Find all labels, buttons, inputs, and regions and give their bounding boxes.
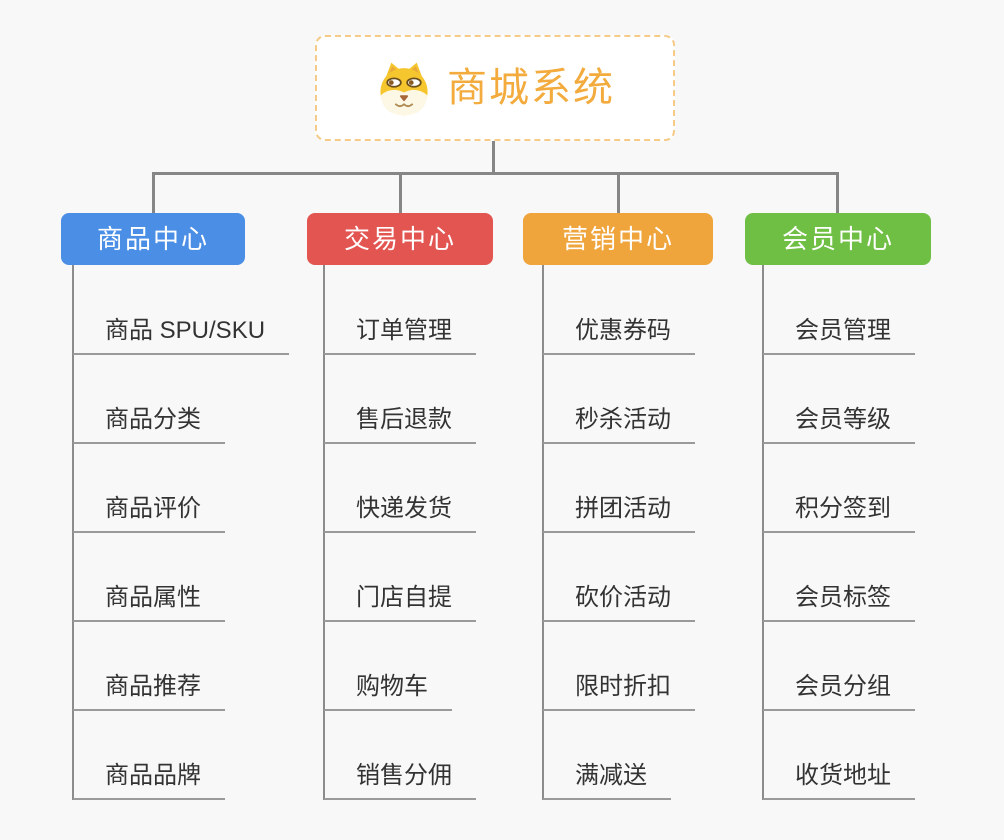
leaf-node[interactable]: 优惠券码	[543, 317, 695, 355]
leaf-node[interactable]: 销售分佣	[324, 762, 476, 800]
leaf-node[interactable]: 门店自提	[324, 584, 476, 622]
root-node-title: 商城系统	[447, 66, 615, 110]
branch-node-trade-center[interactable]: 交易中心	[307, 213, 493, 265]
connector-drop-product-center	[152, 172, 155, 213]
connector-drop-marketing-center	[617, 172, 620, 213]
leaf-node[interactable]: 满减送	[543, 762, 671, 800]
leaf-node[interactable]: 快递发货	[324, 495, 476, 533]
connector-root-stub	[492, 141, 495, 173]
connector-drop-member-center	[836, 172, 839, 213]
leaf-node[interactable]: 商品品牌	[73, 762, 225, 800]
leaf-node[interactable]: 商品属性	[73, 584, 225, 622]
leaf-node[interactable]: 秒杀活动	[543, 406, 695, 444]
leaf-node[interactable]: 订单管理	[324, 317, 476, 355]
leaf-node[interactable]: 限时折扣	[543, 673, 695, 711]
branch-node-member-center[interactable]: 会员中心	[745, 213, 931, 265]
leaf-node[interactable]: 积分签到	[763, 495, 915, 533]
dog-face-icon	[380, 62, 428, 116]
leaf-node[interactable]: 会员等级	[763, 406, 915, 444]
branch-node-product-center[interactable]: 商品中心	[61, 213, 245, 265]
leaf-node[interactable]: 购物车	[324, 673, 452, 711]
leaf-node[interactable]: 商品评价	[73, 495, 225, 533]
leaf-node[interactable]: 商品 SPU/SKU	[73, 317, 290, 355]
leaf-node[interactable]: 会员管理	[763, 317, 915, 355]
leaf-node[interactable]: 商品推荐	[73, 673, 225, 711]
leaf-node[interactable]: 收货地址	[763, 762, 915, 800]
leaf-node[interactable]: 砍价活动	[543, 584, 695, 622]
leaf-node[interactable]: 拼团活动	[543, 495, 695, 533]
root-node[interactable]: 商城系统	[315, 35, 675, 141]
branch-node-marketing-center[interactable]: 营销中心	[523, 213, 713, 265]
leaf-node[interactable]: 商品分类	[73, 406, 225, 444]
leaf-node[interactable]: 售后退款	[324, 406, 476, 444]
leaf-node[interactable]: 会员分组	[763, 673, 915, 711]
leaf-node[interactable]: 会员标签	[763, 584, 915, 622]
connector-horizontal-bus	[152, 172, 839, 175]
connector-drop-trade-center	[399, 172, 402, 213]
